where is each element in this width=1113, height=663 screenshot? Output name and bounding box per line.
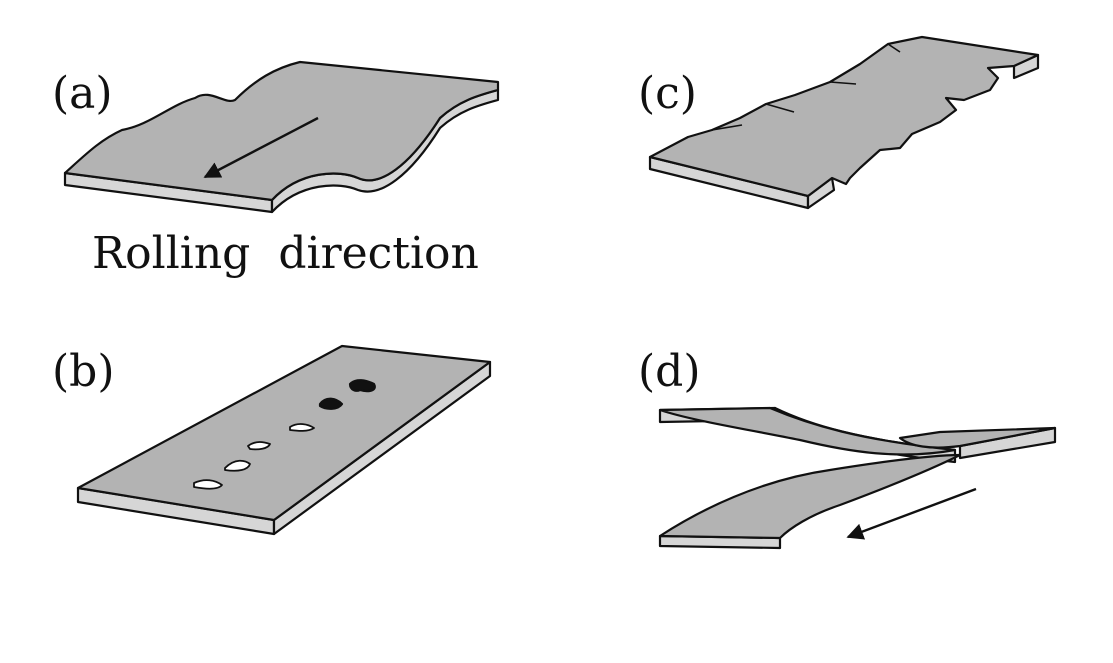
panel-label-a: (a): [52, 68, 113, 119]
hole-2: [224, 459, 251, 472]
plate-d-alligatoring: [658, 406, 1057, 550]
plate-b-with-holes: [76, 344, 492, 536]
rolling-direction-caption: Rolling direction: [92, 228, 479, 279]
panel-label-d: (d): [638, 346, 701, 397]
hole-3: [247, 441, 271, 451]
panel-label-b: (b): [52, 346, 115, 397]
plate-a-wavy-edges: [63, 60, 500, 214]
hole-5: [318, 397, 344, 410]
plate-c-edge-cracks: [648, 35, 1040, 210]
panel-label-c: (c): [638, 68, 697, 119]
hole-6: [348, 379, 376, 393]
hole-1: [193, 479, 223, 490]
hole-4: [289, 423, 315, 432]
